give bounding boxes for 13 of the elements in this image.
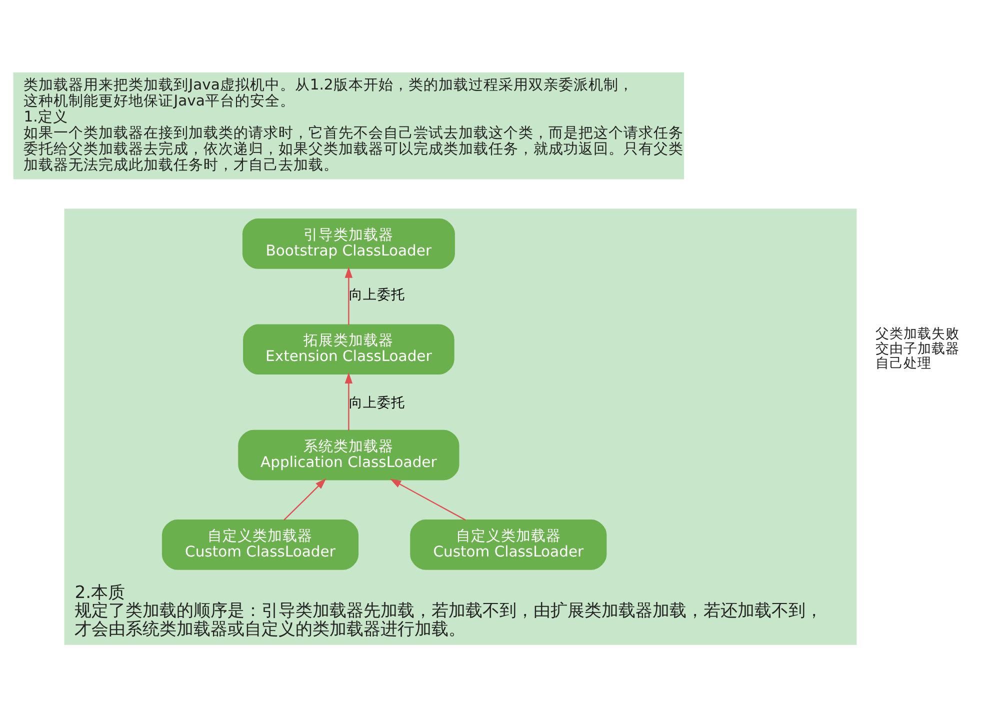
edge-label: 向上委托 [348, 394, 404, 411]
node-box: 自定义类加载器 Custom ClassLoader [410, 520, 606, 570]
arrow [389, 478, 466, 521]
node-box: 自定义类加载器 Custom ClassLoader [161, 520, 358, 570]
node-box: 类加载器用来把类加载到Java虚拟机中。从1.2版本开始，类的加载过程采用双亲委派机制，这种机制能更好地保证Java平台的安全。 1.定义 如果一个类加载器在接到加载类的请求时，它首先不会自己尝试去加载这个类，而是把这个请求任务委托给父类加载器去完成，依次递归，如果父类加载器可以完成类加载任务，就成功返回。只有父类加载器无法完成此加载任务时，才自己去加载。 [12, 72, 684, 180]
node-box: 引导类加载器 Bootstrap ClassLoader [242, 218, 454, 269]
node-box: 系统类加载器 Application ClassLoader [238, 430, 459, 480]
arrow [344, 266, 352, 325]
arrow [344, 372, 352, 430]
node-box: 拓展类加载器 Extension ClassLoader [242, 324, 454, 375]
arrow [283, 478, 326, 521]
edge-label: 向上委托 [348, 286, 404, 303]
label: 父类加载失败交由子加载器自己处理 [875, 326, 960, 372]
